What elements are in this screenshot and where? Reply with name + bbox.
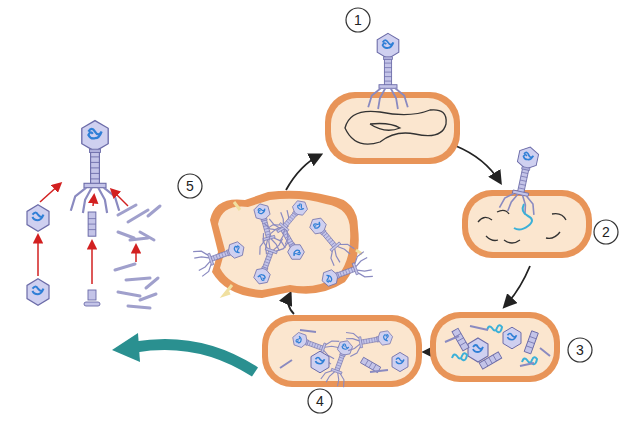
callout-number: 2 [594,220,618,244]
callout-number: 4 [308,389,332,413]
callout-number: 5 [178,174,202,198]
callout-number: 3 [568,338,592,362]
callout-number: 1 [346,8,370,32]
